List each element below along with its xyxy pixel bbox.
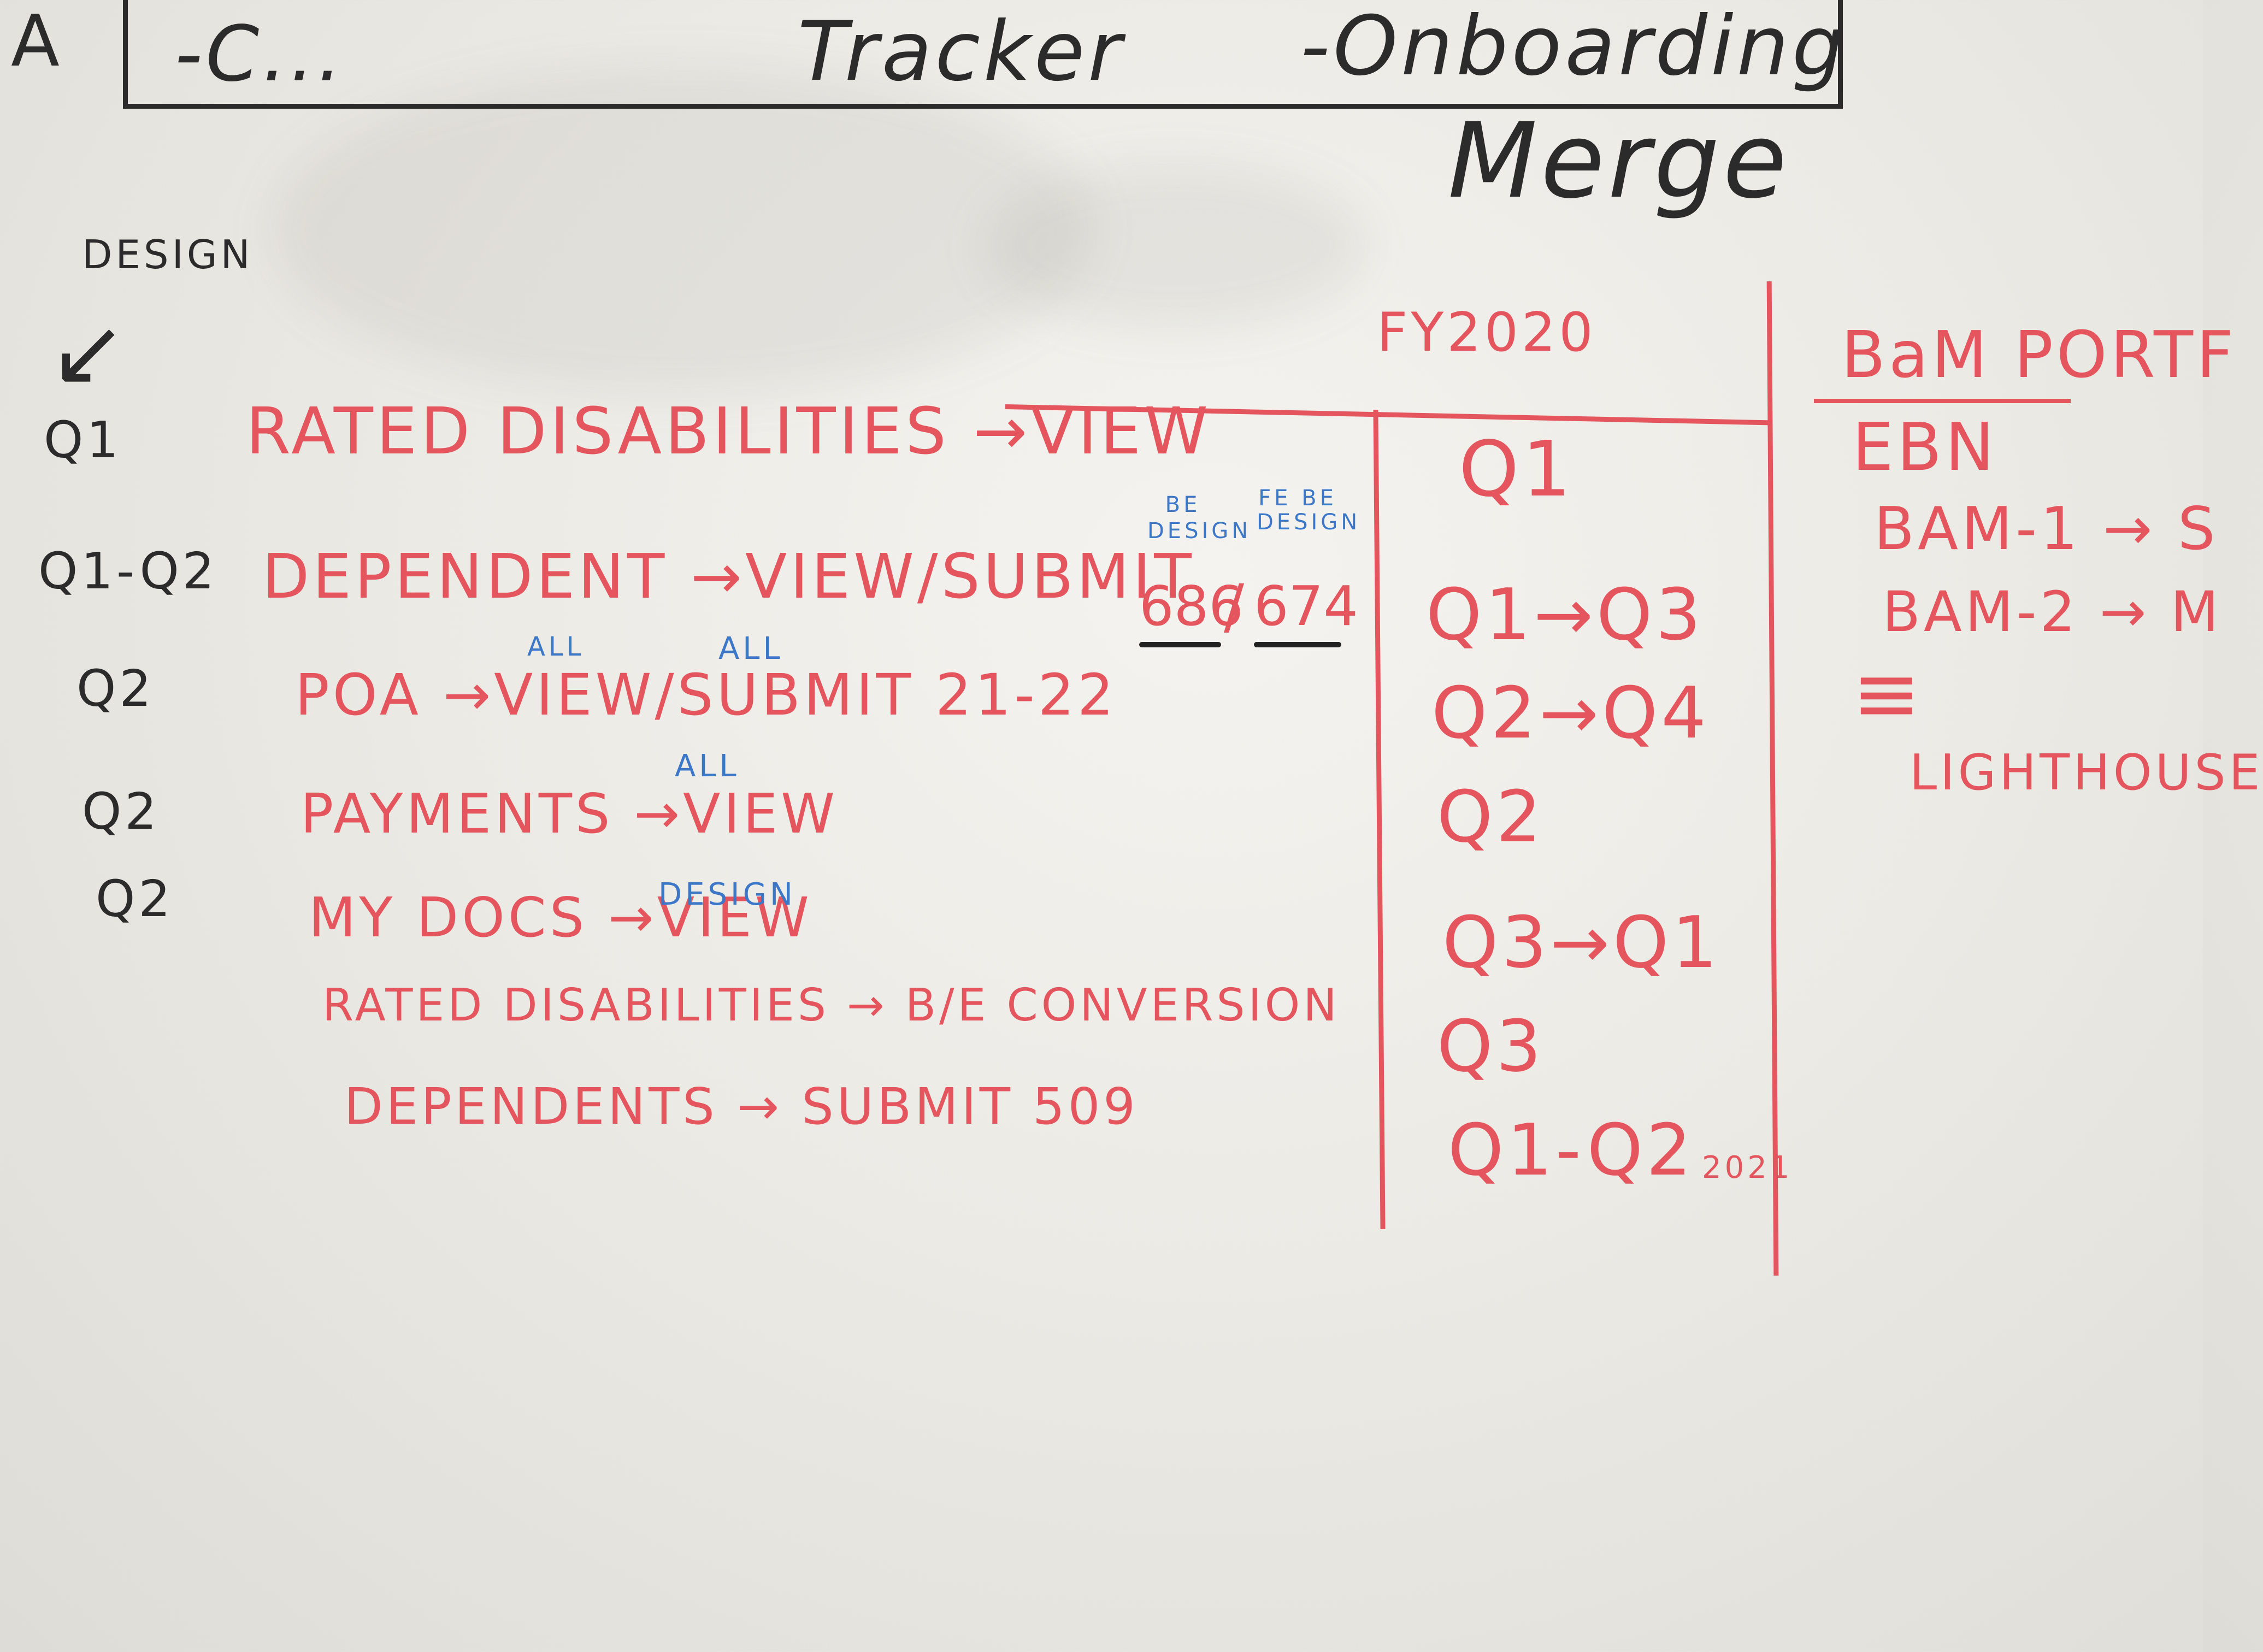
row-5: MY DOCS →VIEW bbox=[309, 886, 812, 949]
design-arrow-icon: ↙ bbox=[49, 298, 131, 406]
row-3: POA →VIEW/SUBMIT 21-22 bbox=[295, 662, 1117, 728]
fy-quarter-2: Q1→Q3 bbox=[1426, 573, 1704, 656]
row-2: DEPENDENT →VIEW/SUBMIT bbox=[262, 541, 1195, 612]
fy-quarter-3: Q2→Q4 bbox=[1431, 671, 1710, 754]
left-quarter-5: Q2 bbox=[96, 870, 174, 928]
underline-674 bbox=[1254, 642, 1341, 647]
fy-title: FY2020 bbox=[1377, 302, 1596, 364]
bam-item-3: BAM-2 → M bbox=[1882, 580, 2222, 645]
fy-quarter-6: Q3 bbox=[1437, 1005, 1545, 1088]
bam-underline bbox=[1814, 399, 2071, 403]
note-fe-be-design: FE BE DESIGN bbox=[1257, 486, 1361, 535]
eraser-smudge-2 bbox=[983, 164, 1366, 328]
note-design: DESIGN bbox=[658, 877, 796, 912]
row-6: RATED DISABILITIES → B/E CONVERSION bbox=[322, 980, 1340, 1031]
underline-686 bbox=[1139, 642, 1221, 647]
header-left-mark: A bbox=[11, 0, 63, 82]
fy-quarter-1: Q1 bbox=[1459, 425, 1575, 514]
left-quarter-3: Q2 bbox=[76, 659, 155, 718]
note-slash: / bbox=[1224, 571, 1245, 641]
note-all-1: ALL bbox=[527, 632, 585, 662]
note-be-design: BE DESIGN bbox=[1147, 492, 1252, 544]
note-all-3: ALL bbox=[675, 748, 740, 784]
left-quarter-2: Q1-Q2 bbox=[38, 542, 218, 600]
left-quarter-4: Q2 bbox=[82, 782, 160, 841]
header-item-2: Tracker bbox=[798, 4, 1125, 99]
note-686: 686 bbox=[1139, 574, 1244, 638]
fy-quarter-7: Q1-Q2 bbox=[1448, 1108, 1695, 1191]
bam-vertical-line bbox=[1766, 281, 1779, 1276]
header-box bbox=[123, 0, 1843, 109]
eraser-smudge bbox=[273, 66, 1093, 393]
fy-vertical-line bbox=[1373, 409, 1386, 1230]
fy-quarter-5: Q3→Q1 bbox=[1442, 901, 1720, 984]
note-674: 674 bbox=[1254, 574, 1358, 638]
row-7: DEPENDENTS → SUBMIT 509 bbox=[344, 1077, 1139, 1136]
bam-item-5: LIGHTHOUSE bbox=[1910, 744, 2263, 801]
row-4: PAYMENTS →VIEW bbox=[300, 782, 838, 846]
design-label: DESIGN bbox=[82, 232, 254, 278]
note-all-2: ALL bbox=[718, 631, 783, 666]
bam-item-2: BAM-1 → S bbox=[1874, 495, 2219, 563]
header-sub-merge: Merge bbox=[1448, 101, 1790, 221]
bam-item-1: EBN bbox=[1852, 410, 1997, 486]
bam-title: BaM PORTF bbox=[1841, 317, 2237, 392]
whiteboard: A -C... Tracker -Onboarding Merge DESIGN… bbox=[11, 0, 2260, 1276]
left-quarter-1: Q1 bbox=[44, 411, 122, 469]
header-item-3: -Onboarding bbox=[1300, 0, 1848, 94]
bam-item-4: ≡ bbox=[1852, 646, 1921, 741]
fy-quarter-4: Q2 bbox=[1437, 775, 1545, 858]
fy-note-2021: 2021 bbox=[1702, 1150, 1793, 1185]
header-item-1: -C... bbox=[175, 10, 345, 99]
